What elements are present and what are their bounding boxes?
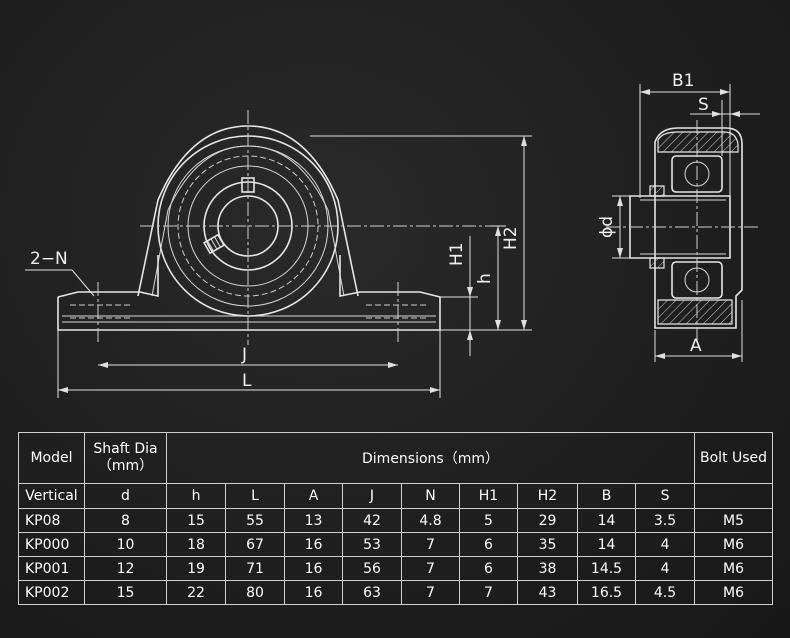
- row-cell: 7: [401, 532, 460, 557]
- row-cell: 7: [401, 580, 460, 605]
- row-cell: 16: [284, 556, 343, 581]
- row-cell: 10: [84, 532, 167, 557]
- row-cell: 14: [577, 532, 636, 557]
- row-model: KP000: [18, 532, 85, 557]
- row-cell: 16: [284, 532, 343, 557]
- row-cell: 6: [459, 532, 518, 557]
- side-view: B1 S ϕd A: [597, 71, 760, 362]
- subheader-col: J: [342, 483, 402, 509]
- header-dimensions: Dimensions（mm）: [165, 432, 696, 484]
- row-cell: 63: [342, 580, 402, 605]
- row-cell: 38: [517, 556, 578, 581]
- header-model: Model: [18, 432, 85, 484]
- subheader-col: H2: [517, 483, 578, 509]
- technical-drawing: 2−N J L H1 h H2: [25, 71, 760, 398]
- row-cell: 53: [342, 532, 402, 557]
- label-h1: H1: [447, 242, 467, 266]
- label-a: A: [690, 336, 702, 356]
- subheader-col: d: [84, 483, 167, 509]
- subheader-col: B: [577, 483, 636, 509]
- row-cell: 7: [401, 556, 460, 581]
- header-bolt-used: Bolt Used: [694, 432, 774, 484]
- subheader-vertical: Vertical: [18, 483, 85, 509]
- row-cell: 4.8: [401, 508, 460, 533]
- subheader-col: S: [634, 483, 696, 509]
- label-2n: 2−N: [30, 249, 68, 269]
- dimensions-table: Model Shaft Dia （mm） Dimensions（mm） Bolt…: [18, 432, 774, 605]
- row-cell: 4: [634, 556, 696, 581]
- row-cell: 80: [225, 580, 285, 605]
- row-cell: 4: [634, 532, 696, 557]
- row-cell: 8: [84, 508, 167, 533]
- header-shaft-dia: Shaft Dia （mm）: [84, 432, 167, 484]
- row-bolt: M6: [694, 580, 774, 605]
- row-cell: 15: [84, 580, 167, 605]
- table-row: KP002 15 22 80 16 63 7 7 43 16.5 4.5 M6: [18, 580, 774, 605]
- subheader-col: N: [401, 483, 460, 509]
- row-bolt: M5: [694, 508, 774, 533]
- row-cell: 7: [459, 580, 518, 605]
- row-cell: 67: [225, 532, 285, 557]
- table-row: KP001 12 19 71 16 56 7 6 38 14.5 4 M6: [18, 556, 774, 581]
- label-j: J: [241, 345, 247, 365]
- header-shaft-line2: （mm）: [97, 458, 154, 474]
- row-cell: 16.5: [577, 580, 636, 605]
- row-cell: 15: [166, 508, 226, 533]
- row-cell: 55: [225, 508, 285, 533]
- row-model: KP002: [18, 580, 85, 605]
- row-bolt: M6: [694, 556, 774, 581]
- label-h: h: [475, 273, 495, 284]
- label-l: L: [242, 371, 252, 391]
- row-cell: 13: [284, 508, 343, 533]
- table-row: KP000 10 18 67 16 53 7 6 35 14 4 M6: [18, 532, 774, 557]
- row-model: KP08: [18, 508, 85, 533]
- row-model: KP001: [18, 556, 85, 581]
- row-cell: 18: [166, 532, 226, 557]
- label-b1: B1: [672, 71, 694, 91]
- row-cell: 29: [517, 508, 578, 533]
- row-cell: 4.5: [634, 580, 696, 605]
- row-cell: 22: [166, 580, 226, 605]
- header-row: Model Shaft Dia （mm） Dimensions（mm） Bolt…: [18, 432, 774, 484]
- row-cell: 71: [225, 556, 285, 581]
- row-bolt: M6: [694, 532, 774, 557]
- row-cell: 56: [342, 556, 402, 581]
- label-s: S: [698, 95, 709, 115]
- row-cell: 14: [577, 508, 636, 533]
- row-cell: 6: [459, 556, 518, 581]
- row-cell: 42: [342, 508, 402, 533]
- row-cell: 5: [459, 508, 518, 533]
- header-shaft-line1: Shaft Dia: [93, 441, 158, 457]
- row-cell: 14.5: [577, 556, 636, 581]
- row-cell: 35: [517, 532, 578, 557]
- row-cell: 19: [166, 556, 226, 581]
- table-row: KP08 8 15 55 13 42 4.8 5 29 14 3.5 M5: [18, 508, 774, 533]
- row-cell: 12: [84, 556, 167, 581]
- row-cell: 16: [284, 580, 343, 605]
- subheader-bolt-empty: [694, 483, 774, 509]
- row-cell: 3.5: [634, 508, 696, 533]
- subheader-row: Vertical d h L A J N H1 H2 B S: [18, 483, 774, 509]
- subheader-col: H1: [459, 483, 518, 509]
- label-h2: H2: [501, 226, 521, 250]
- front-view: 2−N J L H1 h H2: [25, 110, 532, 398]
- label-d: ϕd: [597, 216, 617, 238]
- row-cell: 43: [517, 580, 578, 605]
- subheader-col: h: [166, 483, 226, 509]
- subheader-col: A: [284, 483, 343, 509]
- subheader-col: L: [225, 483, 285, 509]
